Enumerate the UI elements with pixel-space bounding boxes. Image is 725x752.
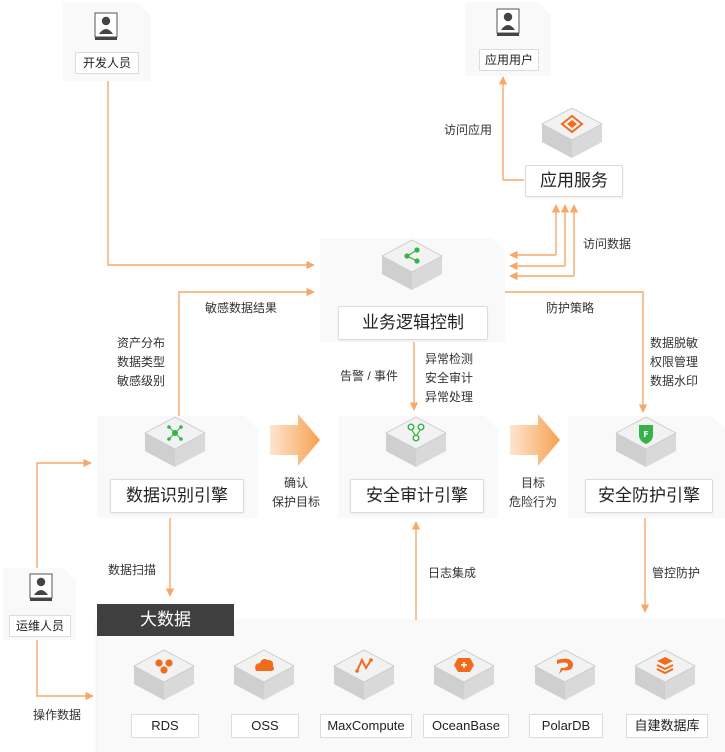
- db-label-polardb: PolarDB: [529, 714, 603, 738]
- data-identify-engine-label: 数据识别引擎: [110, 479, 244, 513]
- security-audit-engine-label: 安全审计引擎: [350, 479, 484, 513]
- edge-label-control-protect: 管控防护: [652, 566, 701, 580]
- edge-label-target-danger: 目标 危险行为: [505, 474, 561, 512]
- edge-label-protect-info: 数据脱敏 权限管理 数据水印: [650, 334, 698, 391]
- db-label-self-built: 自建数据库: [626, 714, 708, 738]
- actor-label-ops: 运维人员: [9, 615, 71, 637]
- target-danger-line: 目标: [520, 476, 545, 490]
- arrow-ops-to-bigdata: [36, 640, 94, 701]
- app-service-label: 应用服务: [525, 165, 623, 197]
- edge-label-protect-policy: 防护策略: [546, 301, 595, 315]
- person-icon: [63, 3, 151, 81]
- edge-label-sensitive-result: 敏感数据结果: [205, 301, 278, 315]
- confirm-target-line: 保护目标: [271, 495, 320, 509]
- edge-label-log-integration: 日志集成: [428, 566, 477, 580]
- asset-info-line: 敏感级别: [117, 374, 166, 388]
- db-label-oss: OSS: [231, 714, 299, 738]
- person-icon: [3, 568, 76, 640]
- audit-info-line: 异常检测: [425, 352, 474, 366]
- actor-label-app-user: 应用用户: [479, 49, 539, 71]
- asset-info-line: 数据类型: [117, 355, 166, 369]
- protect-info-line: 权限管理: [650, 355, 699, 369]
- edge-label-visit-data: 访问数据: [583, 237, 632, 251]
- db-label-oceanbase: OceanBase: [423, 714, 509, 738]
- edge-label-audit-info: 异常检测 安全审计 异常处理: [425, 350, 473, 407]
- audit-info-line: 安全审计: [425, 371, 474, 385]
- edge-label-asset-info: 资产分布 数据类型 敏感级别: [117, 334, 165, 391]
- db-label-maxcompute: MaxCompute: [320, 714, 412, 738]
- asset-info-line: 资产分布: [117, 336, 166, 350]
- business-logic-label: 业务逻辑控制: [338, 306, 488, 340]
- fat-arrow-audit-to-protect: [510, 414, 560, 466]
- protect-info-line: 数据水印: [650, 374, 699, 388]
- actor-card-developer: 开发人员: [63, 3, 151, 81]
- arrow-logic-to-protect: [505, 291, 648, 413]
- db-label-rds: RDS: [131, 714, 199, 738]
- edge-label-alert-event: 告警 / 事件: [340, 369, 399, 383]
- audit-info-line: 异常处理: [425, 390, 474, 404]
- edge-label-operation-data: 操作数据: [33, 708, 82, 722]
- edge-label-data-scan: 数据扫描: [108, 563, 157, 577]
- security-protect-engine-label: 安全防护引擎: [585, 479, 713, 513]
- big-data-banner: 大数据: [97, 604, 234, 636]
- arrow-identify-to-logic: [178, 287, 315, 416]
- actor-label-developer: 开发人员: [75, 52, 139, 74]
- actor-card-ops: 运维人员: [3, 568, 76, 640]
- confirm-target-line: 确认: [283, 476, 308, 490]
- fat-arrow-identify-to-audit: [270, 414, 320, 466]
- person-icon: [465, 2, 551, 76]
- arrow-ops-to-identify: [36, 458, 92, 570]
- edge-label-visit-app: 访问应用: [444, 123, 493, 137]
- actor-card-app-user: 应用用户: [465, 2, 551, 76]
- arrow-developer-to-logic: [107, 75, 315, 270]
- target-danger-line: 危险行为: [508, 495, 557, 509]
- edge-label-confirm-target: 确认 保护目标: [268, 474, 324, 512]
- protect-info-line: 数据脱敏: [650, 336, 699, 350]
